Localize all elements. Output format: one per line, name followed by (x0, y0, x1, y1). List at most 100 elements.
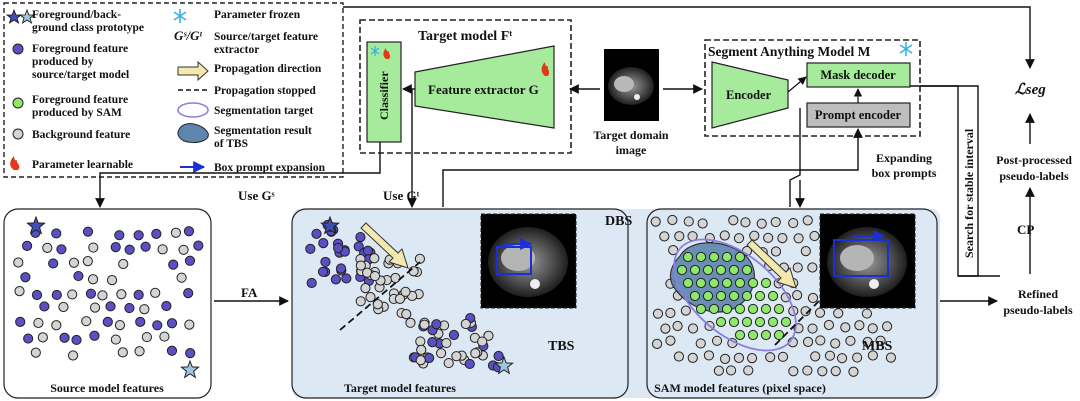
background-dot (875, 335, 886, 346)
background-dot (845, 335, 856, 346)
legend-item-text: extractor (214, 44, 259, 56)
foreground-dot (89, 330, 100, 341)
encoder-label: Encoder (726, 88, 772, 102)
classifier-label: Classifier (377, 71, 391, 120)
sam-foreground-dot (773, 329, 785, 341)
background-dot (82, 256, 93, 267)
target-domain-image: Target domain image (569, 49, 703, 157)
refined-label: Refined (1018, 287, 1058, 301)
foreground-dot (152, 320, 163, 331)
legend-item-text: Segmentation target (214, 105, 313, 117)
background-dot (885, 352, 897, 363)
background-dot (470, 348, 481, 359)
background-dot (867, 350, 878, 361)
sam-foreground-dot (780, 316, 792, 328)
background-dot (157, 244, 168, 255)
propagation-arrow-icon (177, 60, 209, 82)
legend-item-text: Source/target feature (214, 31, 318, 43)
snowflake-icon (173, 9, 187, 23)
target-panel-caption: Target model features (344, 381, 456, 395)
foreground-dot (105, 301, 116, 312)
target-image-caption: Target domain (593, 128, 669, 142)
background-dot (81, 316, 92, 327)
snowflake-icon (370, 46, 380, 56)
background-dot (680, 305, 691, 316)
foreground-dot (306, 277, 317, 289)
foreground-dot (183, 226, 195, 237)
legend-item-text: Box prompt expansion (214, 162, 326, 174)
background-dot (118, 258, 129, 270)
foreground-dot (427, 337, 438, 348)
foreground-dot (133, 289, 144, 301)
legend-item-text: produced by SAM (32, 107, 122, 119)
sam-foreground-dot (747, 303, 759, 315)
background-dot (665, 335, 676, 346)
background-dot (802, 336, 814, 347)
sam-foreground-dot (689, 290, 701, 302)
sam-foreground-dot (728, 316, 740, 328)
background-dot (881, 321, 893, 332)
background-dot (728, 215, 739, 226)
background-dot (800, 306, 811, 317)
background-dot (830, 366, 841, 377)
foreground-dot (168, 259, 179, 270)
foreground-dot (330, 274, 342, 285)
ellipse-icon (177, 102, 209, 118)
background-dot (58, 301, 69, 313)
propagation-arrow-icon (746, 239, 797, 289)
background-dot (672, 320, 683, 332)
sam-title: Segment Anything Model M (708, 44, 871, 59)
foreground-dot (51, 228, 62, 239)
sam-foreground-dot (728, 264, 740, 276)
background-dot (415, 336, 426, 347)
mask-decoder-label: Mask decoder (820, 68, 896, 82)
background-dot (659, 231, 670, 242)
prompt-encoder-label: Prompt encoder (815, 108, 902, 122)
background-dot (415, 355, 426, 366)
foreground-dot (23, 333, 34, 344)
background-dot (810, 351, 821, 362)
feature-extractor-module (414, 45, 555, 129)
foreground-dot (183, 288, 194, 299)
target-feature-dots (305, 215, 514, 375)
background-dot (97, 290, 108, 301)
prototype-star-icon (494, 355, 514, 375)
sam-foreground-dot (695, 303, 707, 315)
background-dot (840, 322, 851, 333)
legend: Gˢ/Gᵗ Foreground/back-ground class proto… (3, 2, 344, 178)
foreground-dot (48, 258, 59, 269)
foreground-dot (305, 243, 316, 254)
foreground-dot (20, 272, 31, 283)
background-dot (719, 353, 731, 364)
sam-foreground-dot (702, 290, 714, 302)
snowflake-icon (899, 42, 913, 56)
foreground-dot (333, 242, 344, 254)
foreground-dot (320, 256, 331, 268)
sam-foreground-dot (767, 290, 779, 302)
background-dot (443, 357, 454, 369)
foreground-dot (85, 288, 97, 299)
sam-foreground-dot (760, 329, 772, 341)
loss-label: ℒseg (1015, 82, 1046, 98)
expanding-box-prompts-label-2: box prompts (872, 166, 937, 180)
background-dot (88, 242, 99, 253)
propagation-stopped-line (339, 261, 421, 331)
search-stable-interval-label: Search for stable interval (962, 128, 976, 258)
background-dot (788, 366, 799, 377)
background-dot (114, 320, 126, 331)
sam-foreground-dot (760, 303, 772, 315)
background-dot (809, 230, 820, 242)
background-dot (815, 335, 826, 346)
foreground-dot (355, 231, 366, 243)
background-dot (719, 230, 730, 241)
legend-item-text: Segmentation result (214, 125, 312, 137)
background-dot (390, 272, 401, 284)
foreground-dot (135, 316, 146, 327)
sam-foreground-dot (715, 316, 727, 328)
background-dot (695, 338, 706, 349)
foreground-dot (124, 302, 135, 314)
sam-panel (646, 208, 938, 399)
background-dot (833, 308, 844, 319)
legend-item-text: of TBS (214, 138, 248, 150)
background-dot (178, 244, 189, 255)
